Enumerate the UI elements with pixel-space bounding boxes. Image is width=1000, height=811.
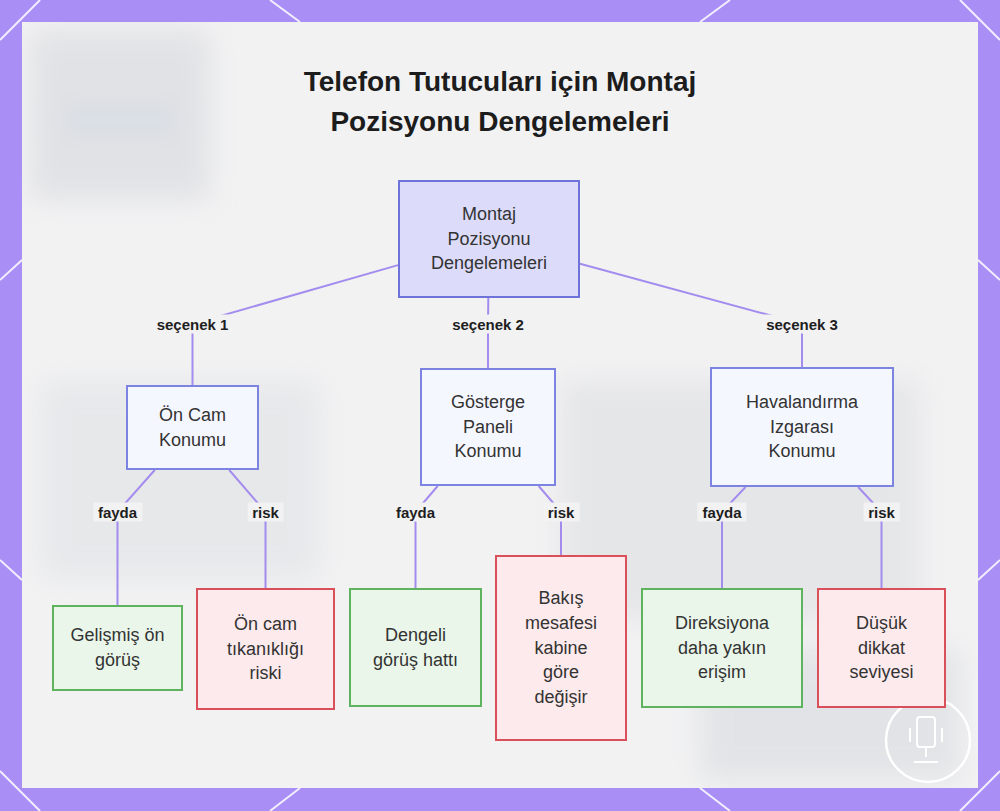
option-box: Havalandırma Izgarası Konumu bbox=[710, 367, 894, 487]
benefit-box: Dengeli görüş hattı bbox=[349, 588, 482, 707]
node-label: Montaj Pozisyonu Dengelemeleri bbox=[424, 202, 554, 276]
edge-label: seçenek 2 bbox=[447, 315, 529, 334]
edge-label: fayda bbox=[391, 503, 440, 522]
edge-label: fayda bbox=[697, 503, 746, 522]
edge-label: seçenek 3 bbox=[761, 315, 843, 334]
edge-label: seçenek 1 bbox=[152, 315, 234, 334]
edge-label: risk bbox=[543, 503, 580, 522]
node-label: Direksiyona daha yakın erişim bbox=[660, 611, 785, 685]
node-label: Düşük dikkat seviyesi bbox=[832, 611, 932, 685]
logo-icon bbox=[886, 698, 970, 782]
node-label: Ön cam tıkanıklığı riski bbox=[211, 612, 321, 686]
edge-label: risk bbox=[863, 503, 900, 522]
risk-box: Bakış mesafesi kabine göre değişir bbox=[495, 555, 627, 741]
node-label: Havalandırma Izgarası Konumu bbox=[740, 390, 865, 464]
connector-line bbox=[229, 470, 265, 588]
node-label: Ön Cam Konumu bbox=[138, 403, 248, 453]
benefit-box: Gelişmiş ön görüş bbox=[52, 605, 183, 691]
edge-label: risk bbox=[247, 503, 284, 522]
edge-label: fayda bbox=[93, 503, 142, 522]
blurred-background bbox=[22, 22, 978, 788]
connector-line bbox=[118, 470, 155, 605]
risk-box: Düşük dikkat seviyesi bbox=[817, 588, 946, 708]
node-label: Gelişmiş ön görüş bbox=[68, 623, 168, 673]
node-label: Bakış mesafesi kabine göre değişir bbox=[519, 586, 604, 710]
node-label: Dengeli görüş hattı bbox=[366, 623, 466, 673]
connector-line bbox=[416, 486, 438, 588]
option-box: Ön Cam Konumu bbox=[126, 385, 259, 470]
benefit-box: Direksiyona daha yakın erişim bbox=[641, 588, 803, 708]
risk-box: Ön cam tıkanıklığı riski bbox=[196, 588, 335, 710]
node-label: Gösterge Paneli Konumu bbox=[438, 390, 538, 464]
root-box: Montaj Pozisyonu Dengelemeleri bbox=[398, 180, 580, 298]
diagram-title: Telefon Tutucuları için Montaj Pozisyonu… bbox=[230, 62, 770, 142]
option-box: Gösterge Paneli Konumu bbox=[420, 368, 556, 486]
